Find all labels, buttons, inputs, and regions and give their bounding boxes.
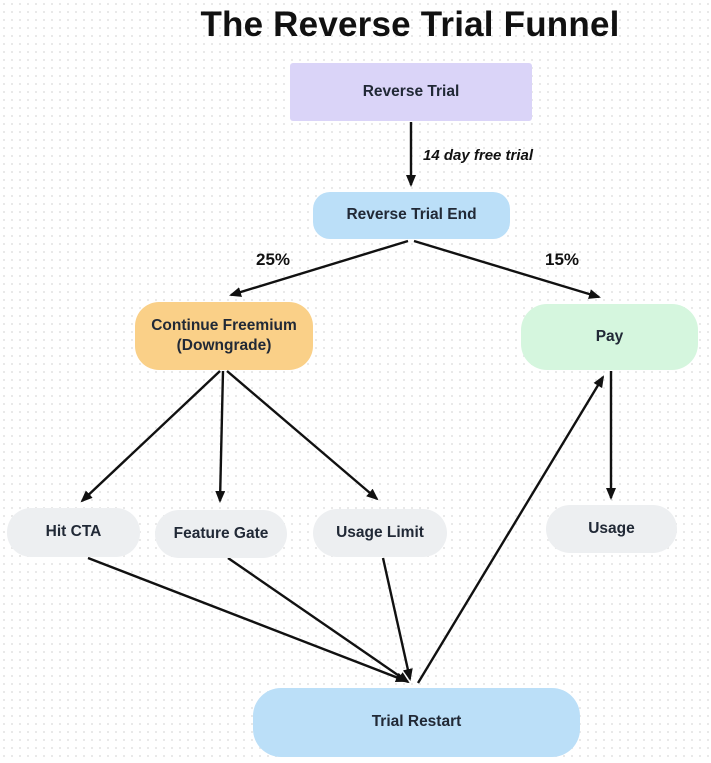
node-continue-freemium: Continue Freemium (Downgrade) (135, 302, 313, 370)
edge-label-trial-duration: 14 day free trial (423, 147, 534, 164)
node-reverse-trial-end: Reverse Trial End (313, 192, 510, 239)
node-reverse-trial: Reverse Trial (290, 63, 532, 121)
edge-continue-freemium-to-hit-cta (80, 370, 221, 503)
node-pay: Pay (521, 304, 698, 370)
edge-continue-freemium-to-usage-limit (226, 370, 379, 501)
edge-hit-cta-to-trial-restart (87, 556, 408, 683)
node-feature-gate: Feature Gate (155, 510, 287, 558)
node-trial-restart: Trial Restart (253, 688, 580, 757)
edge-label-pct-freemium: 25% (256, 250, 291, 269)
node-usage-limit: Usage Limit (313, 509, 447, 557)
node-usage: Usage (546, 505, 677, 553)
node-hit-cta: Hit CTA (7, 508, 140, 557)
edge-feature-gate-to-trial-restart (227, 557, 410, 684)
diagram-title: The Reverse Trial Funnel (200, 5, 620, 44)
edge-label-pct-pay: 15% (545, 250, 580, 269)
edge-usage-limit-to-trial-restart (381, 557, 413, 681)
edge-continue-freemium-to-feature-gate (215, 370, 226, 503)
